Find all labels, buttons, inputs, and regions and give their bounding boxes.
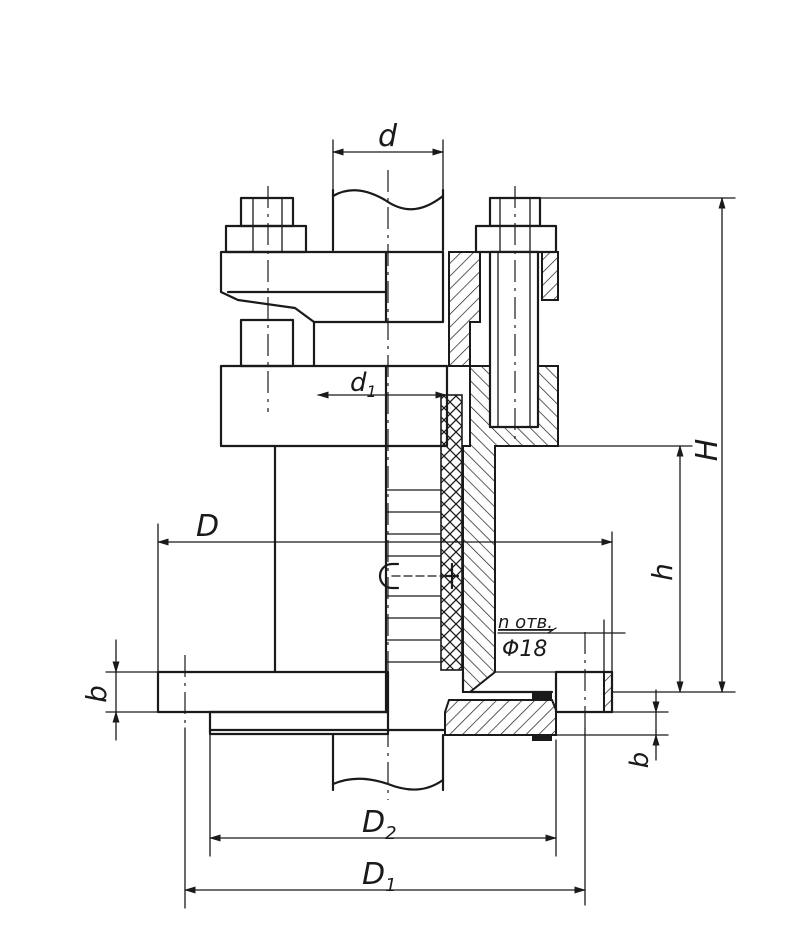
- label-d: d: [378, 119, 398, 154]
- bottom-bushing-section: [444, 699, 557, 736]
- gland-sleeve-section: [448, 251, 481, 367]
- packing-rings: [385, 489, 441, 663]
- seal-ring-bottom: [532, 734, 552, 741]
- label-b: b: [80, 685, 113, 703]
- label-b-lower: b: [625, 752, 655, 769]
- section-right: [440, 251, 559, 741]
- label-holes-diameter: Φ18: [502, 637, 547, 662]
- gland-left: [219, 250, 445, 367]
- dimension-d1: d1: [316, 368, 448, 401]
- dimension-H: H: [539, 196, 736, 694]
- dimension-b-left: b: [80, 639, 159, 741]
- lantern-pin: [378, 562, 400, 590]
- dimension-h: h: [494, 444, 693, 694]
- label-D1: D1: [362, 857, 397, 896]
- dimension-D2: D2: [208, 733, 558, 857]
- right-stud-and-nut: [474, 186, 558, 440]
- hole-callout: n отв. Φ18: [497, 612, 626, 673]
- base-flange-left: [156, 655, 447, 736]
- label-H: H: [690, 439, 725, 462]
- seal-ring-top: [532, 693, 552, 700]
- label-D2: D2: [362, 805, 397, 844]
- dimension-d: d: [331, 119, 445, 197]
- housing-flange-left: [219, 364, 449, 448]
- packing-section: [440, 394, 463, 671]
- label-D: D: [196, 509, 219, 544]
- label-d1: d1: [350, 368, 377, 401]
- housing-section: [462, 365, 559, 693]
- dimension-D1: D1: [183, 727, 587, 909]
- label-h: h: [646, 563, 679, 581]
- dimension-D: D: [156, 509, 614, 673]
- label-holes-count: n отв.: [498, 612, 553, 633]
- gland-lug-section: [541, 251, 559, 301]
- dimension-b-right: b: [555, 689, 669, 769]
